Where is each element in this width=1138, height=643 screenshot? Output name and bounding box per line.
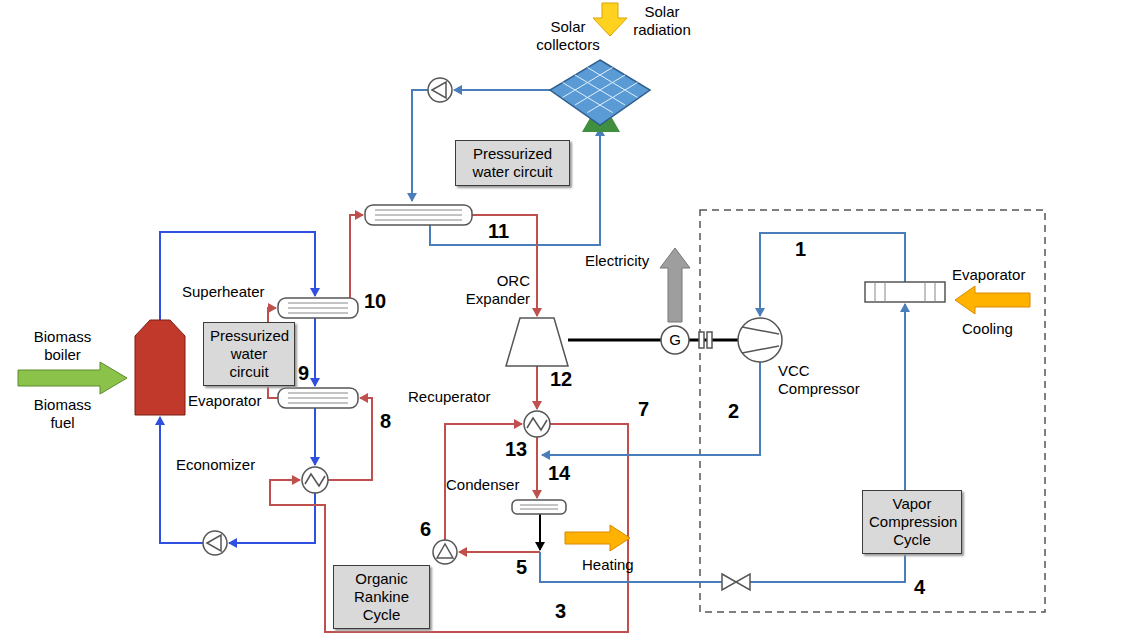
callout-number: 9 [298, 362, 309, 384]
component-label: Evaporator [952, 266, 1025, 284]
fuel-arrow [18, 362, 127, 394]
generator [661, 326, 689, 354]
callout-number: 3 [555, 600, 566, 622]
heat-exchanger [278, 205, 945, 514]
component-label: Evaporator [188, 392, 261, 410]
radiation-arrow [593, 3, 627, 36]
component-label: Solar radiation [626, 3, 698, 39]
component-label: ORC Expander [452, 272, 530, 308]
vcc-boundary [700, 210, 1045, 612]
callout-number: 11 [488, 220, 509, 242]
circuit-tag: Pressurized water circuit [455, 140, 570, 186]
callout-number: 5 [516, 556, 527, 578]
recuperator-symbol [302, 411, 550, 493]
cycle-tag: Organic Rankine Cycle [333, 565, 430, 629]
box-text: Pressurized water circuit [210, 327, 288, 381]
callout-number: 13 [505, 438, 527, 460]
component-label: G [661, 331, 689, 349]
box-text: Organic Rankine Cycle [340, 570, 423, 624]
component-label: Biomass fuel [25, 396, 100, 432]
pump-symbol [203, 78, 457, 564]
box-text: Pressurized water circuit [462, 145, 563, 181]
vcc-compressor [738, 318, 782, 362]
component-label: Superheater [182, 283, 265, 301]
component-label: VCC Compressor [778, 362, 860, 398]
expansion-valve [722, 574, 750, 590]
biomass-boiler [135, 320, 185, 415]
callout-number: 10 [364, 290, 386, 312]
component-label: Cooling [962, 320, 1013, 338]
component-label: Heating [582, 556, 634, 574]
callout-number: 14 [548, 462, 570, 484]
electricity-arrow [660, 248, 690, 322]
component-label: Economizer [176, 456, 255, 474]
callout-number: 7 [638, 398, 649, 420]
box-text: Vapor Compression Cycle [869, 495, 955, 549]
orc-pipes [268, 215, 628, 632]
component-label: Electricity [585, 252, 649, 270]
callout-number: 6 [420, 518, 431, 540]
callout-number: 4 [914, 576, 925, 598]
coupling [699, 332, 712, 348]
cycle-tag: Vapor Compression Cycle [862, 490, 962, 554]
circuit-tag: Pressurized water circuit [203, 322, 295, 386]
component-label: Condenser [446, 476, 519, 494]
orc-expander [506, 318, 568, 366]
component-label: Biomass boiler [25, 328, 100, 364]
callout-number: 8 [380, 410, 391, 432]
callout-number: 12 [550, 368, 572, 390]
callout-number: 1 [795, 238, 806, 260]
callout-number: 2 [728, 400, 739, 422]
component-label: Recuperator [408, 388, 491, 406]
solar-collector [550, 60, 650, 132]
component-label: Solar collectors [530, 18, 606, 54]
cooling-arrow [955, 286, 1030, 314]
heating-arrow [565, 525, 630, 551]
exchanger-tubes [288, 210, 935, 509]
condensate-line [539, 514, 541, 550]
vcc-pipes [540, 233, 905, 582]
